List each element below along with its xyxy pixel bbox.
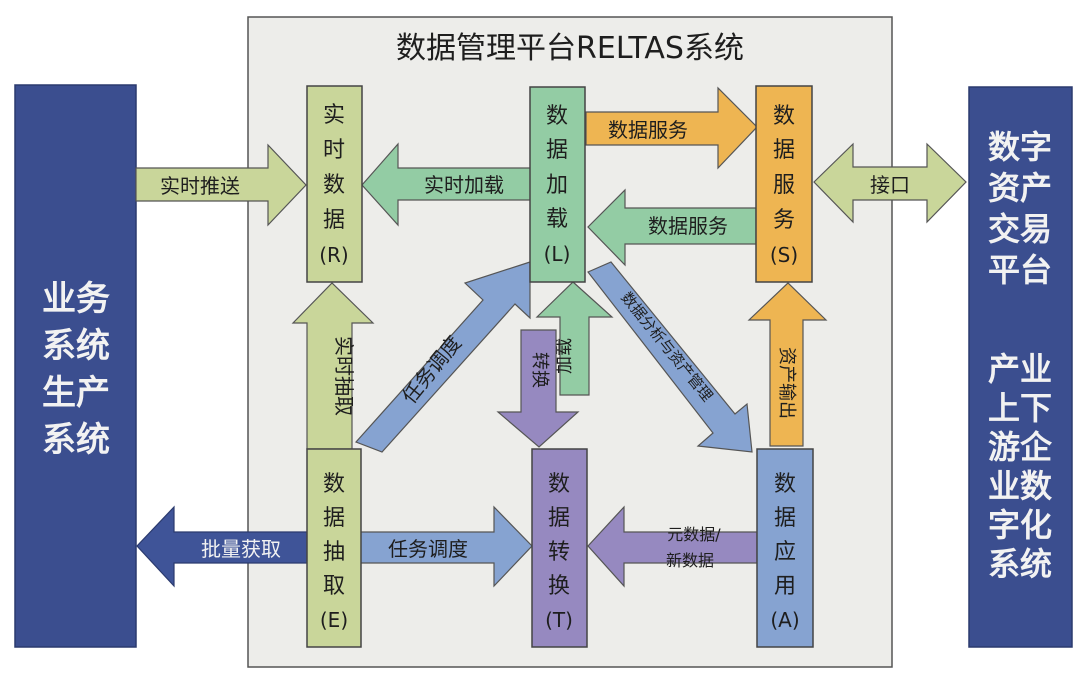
svg-text:(E): (E)	[320, 608, 348, 632]
svg-text:用: 用	[774, 574, 796, 599]
data-service-back-arrow	[587, 188, 757, 267]
module-data-extract[interactable]: 数 据 抽 取 (E)	[306, 448, 362, 648]
svg-text:据: 据	[546, 138, 568, 163]
svg-text:数: 数	[323, 472, 345, 497]
svg-text:数: 数	[546, 104, 568, 129]
svg-text:实: 实	[323, 103, 345, 128]
svg-text:(S): (S)	[770, 243, 798, 267]
load-arrow	[535, 281, 614, 396]
business-system-label: 业务 系统 生产 系统	[42, 279, 110, 460]
svg-text:数: 数	[773, 104, 795, 129]
svg-text:系统: 系统	[42, 420, 110, 460]
svg-text:资产: 资产	[988, 169, 1052, 207]
svg-text:据: 据	[323, 208, 345, 233]
realtime-push-arrow	[135, 143, 307, 227]
svg-text:字化: 字化	[988, 506, 1052, 544]
task-schedule-arrow	[359, 505, 533, 588]
interface-arrow[interactable]	[813, 142, 967, 224]
platform-title: 数据管理平台RELTAS系统	[396, 31, 744, 66]
svg-text:(R): (R)	[319, 243, 349, 267]
metadata-label-line2: 新数据	[666, 551, 714, 570]
svg-text:抽: 抽	[323, 540, 345, 565]
business-system-box	[14, 84, 137, 648]
svg-text:换: 换	[548, 574, 570, 599]
module-realtime-data[interactable]: 实 时 数 据 (R)	[306, 85, 363, 283]
svg-text:系统: 系统	[988, 545, 1052, 583]
transform-arrow	[496, 329, 580, 448]
realtime-extract-arrow	[291, 282, 375, 450]
svg-text:务: 务	[773, 208, 795, 233]
module-data-transform[interactable]: 数 据 转 换 (T)	[531, 448, 588, 648]
svg-text:上下: 上下	[988, 389, 1052, 427]
asset-output-arrow	[747, 282, 828, 447]
svg-text:(L): (L)	[544, 242, 571, 266]
svg-text:数字: 数字	[988, 128, 1052, 166]
batch-fetch-label: 批量获取	[201, 537, 281, 561]
svg-text:业数: 业数	[988, 467, 1053, 505]
data-service-back-label: 数据服务	[648, 214, 728, 238]
data-service-out-arrow	[585, 86, 758, 170]
svg-text:(A): (A)	[770, 608, 799, 632]
svg-text:平台: 平台	[988, 251, 1052, 289]
task-schedule-diagonal-arrow	[354, 261, 531, 453]
svg-text:(T): (T)	[545, 608, 573, 632]
svg-text:取: 取	[323, 574, 345, 599]
batch-fetch-arrow	[136, 505, 309, 588]
svg-text:游企: 游企	[988, 428, 1053, 466]
svg-text:系统: 系统	[42, 326, 110, 366]
realtime-load-arrow	[361, 142, 533, 227]
svg-text:据: 据	[323, 506, 345, 531]
svg-text:加: 加	[546, 173, 568, 198]
svg-text:据: 据	[548, 506, 570, 531]
svg-text:载: 载	[546, 207, 568, 232]
module-data-load[interactable]: 数 据 加 载 (L)	[529, 86, 586, 283]
digital-asset-platform-label: 数字 资产 交易 平台 产业 上下 游企 业数 字化 系统	[988, 128, 1053, 583]
svg-text:服: 服	[773, 173, 795, 198]
realtime-load-label: 实时加载	[424, 173, 504, 197]
svg-text:据: 据	[774, 506, 796, 531]
svg-text:数: 数	[323, 173, 345, 198]
metadata-label-line1: 元数据/	[667, 525, 721, 544]
metadata-arrow	[587, 505, 758, 588]
svg-text:转: 转	[548, 540, 570, 565]
module-data-application[interactable]: 数 据 应 用 (A)	[756, 448, 814, 648]
svg-text:生产: 生产	[42, 373, 110, 413]
realtime-push-label: 实时推送	[160, 174, 240, 198]
svg-text:应: 应	[774, 540, 796, 565]
svg-text:据: 据	[773, 138, 795, 163]
asset-output-label: 资产输出	[776, 347, 797, 419]
load-label: 加载	[554, 338, 575, 374]
digital-asset-platform-box	[968, 86, 1073, 648]
svg-text:数: 数	[548, 472, 570, 497]
svg-text:时: 时	[323, 138, 345, 163]
svg-text:业务: 业务	[42, 279, 110, 319]
realtime-extract-label: 实时抽取	[332, 336, 356, 416]
svg-text:产业: 产业	[988, 350, 1052, 388]
data-service-out-label: 数据服务	[608, 118, 688, 142]
module-data-service[interactable]: 数 据 服 务 (S)	[755, 85, 813, 283]
svg-text:交易: 交易	[988, 210, 1052, 248]
analysis-asset-arrow	[587, 261, 753, 453]
task-schedule-label: 任务调度	[388, 537, 468, 561]
svg-text:数: 数	[774, 472, 796, 497]
interface-label: 接口	[870, 173, 910, 197]
transform-label: 转换	[529, 352, 550, 388]
